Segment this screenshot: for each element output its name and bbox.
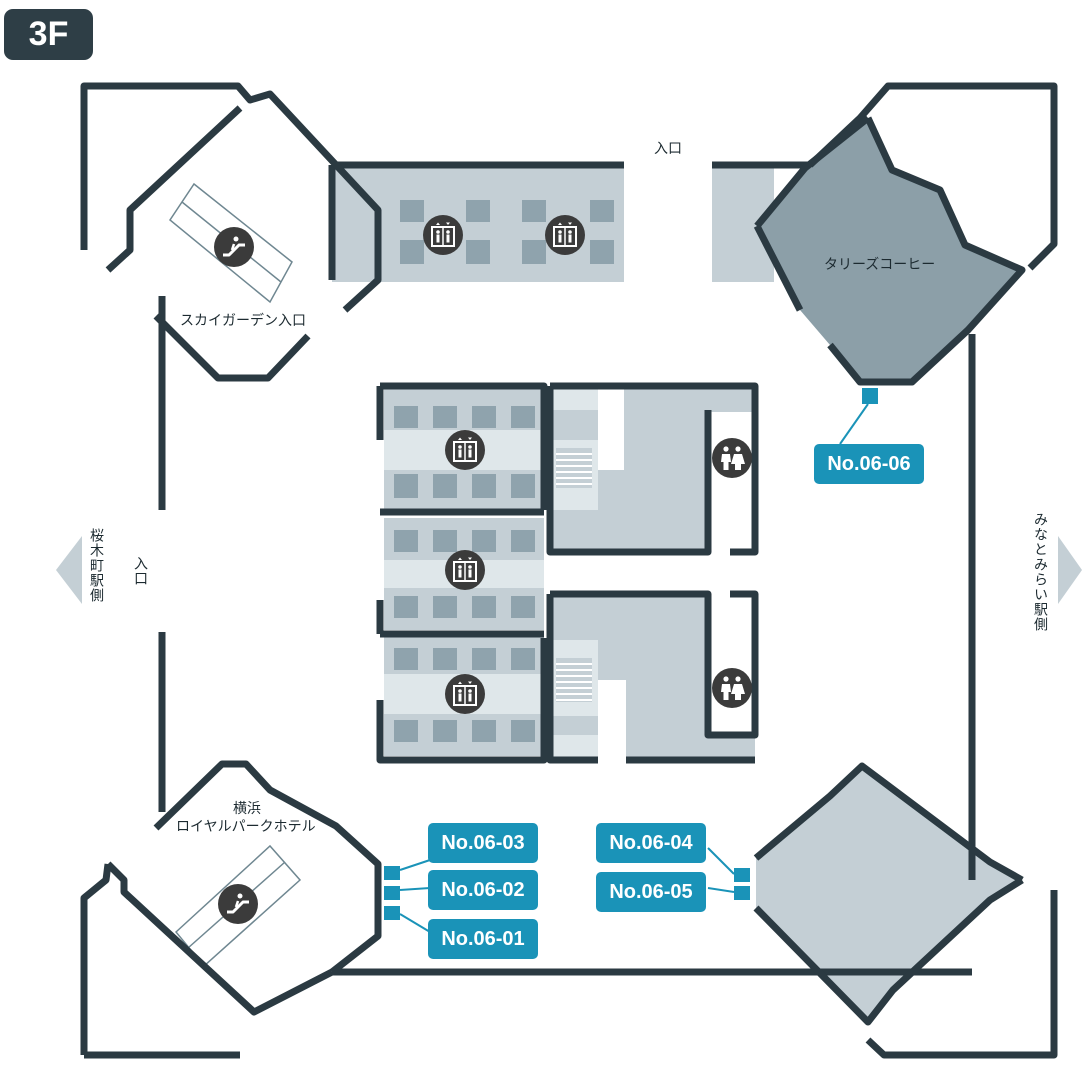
elevator-icon: [545, 215, 585, 255]
restroom-icon: [712, 438, 752, 478]
seating-tiles: [394, 200, 614, 742]
escalator-icon: [214, 227, 254, 267]
marker-square-06-06[interactable]: [862, 388, 878, 404]
southeast-area: [756, 766, 1022, 1022]
marker-square-06-02[interactable]: [384, 886, 400, 900]
minatomirai-side-label: みなとみらい駅側: [1032, 512, 1048, 632]
floor-badge: 3F: [4, 9, 93, 60]
marker-square-06-03[interactable]: [384, 866, 400, 880]
escalator-outlines: [168, 182, 302, 968]
stairs: [556, 448, 592, 702]
elevator-icon: [423, 215, 463, 255]
hotel-label-line2: ロイヤルパークホテル: [176, 819, 316, 835]
elevator-icon: [445, 674, 485, 714]
marker-square-06-04[interactable]: [734, 868, 750, 882]
location-tag-06-03[interactable]: No.06-03: [428, 823, 538, 863]
restroom-icon: [712, 668, 752, 708]
marker-square-06-01[interactable]: [384, 906, 400, 920]
location-tag-06-06[interactable]: No.06-06: [814, 444, 924, 484]
tullys-coffee-area: [757, 118, 1022, 382]
hotel-label-line1: 横浜: [233, 801, 261, 817]
tullys-coffee-label: タリーズコーヒー: [824, 257, 936, 273]
escalator-icon: [218, 884, 258, 924]
sky-garden-entrance-label: スカイガーデン入口: [180, 313, 306, 329]
minatomirai-arrow-icon: [1058, 536, 1082, 604]
marker-square-06-05[interactable]: [734, 886, 750, 900]
location-tag-06-01[interactable]: No.06-01: [428, 919, 538, 959]
elevator-icon: [445, 550, 485, 590]
entrance-left-label: 入口: [132, 556, 148, 586]
location-tag-06-05[interactable]: No.06-05: [596, 872, 706, 912]
location-markers: [384, 388, 878, 933]
entrance-top-label: 入口: [654, 141, 682, 157]
sakuragicho-side-label: 桜木町駅側: [88, 528, 104, 603]
elevator-icon: [445, 430, 485, 470]
location-tag-06-04[interactable]: No.06-04: [596, 823, 706, 863]
sakuragicho-arrow-icon: [56, 536, 82, 604]
location-tag-06-02[interactable]: No.06-02: [428, 870, 538, 910]
walls: [80, 82, 1058, 1059]
